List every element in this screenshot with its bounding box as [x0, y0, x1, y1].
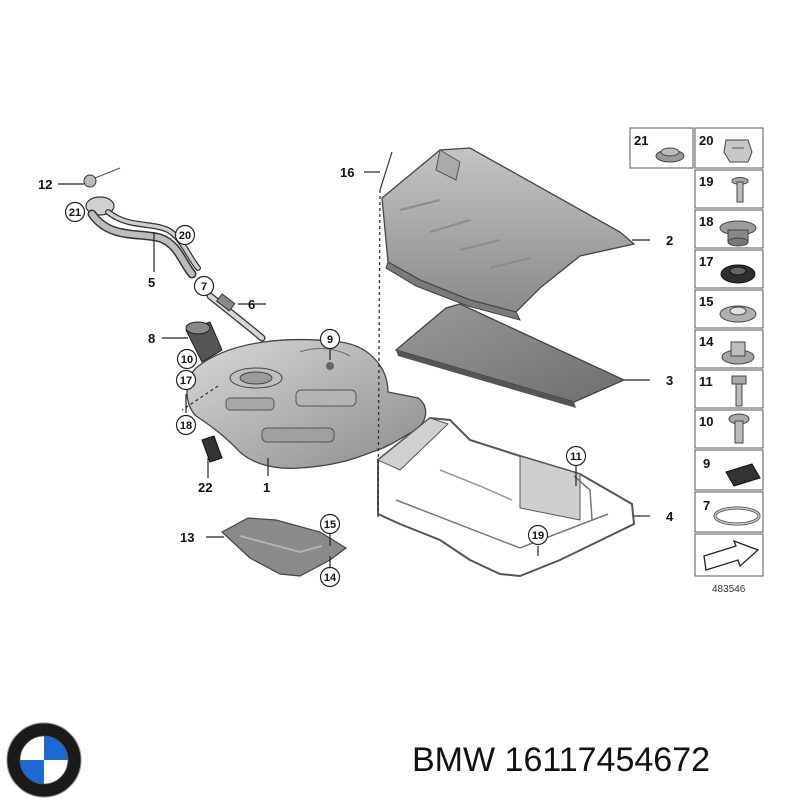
callout-19: 19 [532, 530, 544, 542]
callout-22: 22 [198, 480, 212, 495]
legend-label-20: 20 [699, 133, 713, 148]
bmw-logo-icon [6, 722, 82, 798]
part-1-fuel-tank [186, 338, 427, 469]
legend-label-19: 19 [699, 174, 713, 189]
callout-13: 13 [180, 530, 194, 545]
part-16-bolt-axis [377, 189, 381, 521]
part-5-filler-neck [85, 196, 201, 279]
callout-9: 9 [327, 334, 333, 346]
callout-20: 20 [179, 230, 191, 242]
legend-cell [629, 127, 694, 169]
callout-15-circle: 15 [319, 513, 341, 535]
leader-lines [58, 171, 650, 567]
arrow-icon [703, 539, 760, 571]
callout-12: 12 [38, 177, 52, 192]
callout-21-circle: 21 [64, 201, 86, 223]
legend-label-14: 14 [699, 334, 714, 349]
callout-17: 17 [180, 375, 192, 387]
nut-21-icon [655, 147, 685, 163]
callout-17-circle: 17 [175, 369, 197, 391]
callout-9-circle: 9 [319, 328, 341, 350]
tank-fastener-axis [181, 385, 219, 411]
grommet-17-icon [720, 264, 756, 284]
callout-11-circle: 11 [565, 445, 587, 467]
callout-7-circle: 7 [193, 275, 215, 297]
callout-10-circle: 10 [176, 348, 198, 370]
washer-15-icon [719, 305, 757, 323]
callout-7: 7 [201, 281, 207, 293]
clamp-7-icon [713, 506, 761, 526]
part-2-heat-shield [381, 147, 636, 321]
pad-9-icon [725, 463, 761, 487]
callout-4: 4 [666, 509, 674, 524]
callout-2: 2 [666, 233, 673, 248]
callout-10: 10 [181, 354, 193, 366]
part-22-pad [201, 435, 223, 463]
callout-16: 16 [340, 165, 354, 180]
callout-21: 21 [69, 207, 81, 219]
bolt-11-icon [731, 375, 747, 407]
legend-label-15: 15 [699, 294, 713, 309]
legend-label-9: 9 [703, 456, 710, 471]
legend-label-21: 21 [634, 133, 648, 148]
callout-14: 14 [324, 572, 337, 584]
part-number-caption: BMW 16117454672 [412, 741, 711, 779]
parts-legend: 21 20 19 18 17 15 14 11 10 9 [629, 127, 764, 595]
callout-15: 15 [324, 519, 336, 531]
callout-3: 3 [666, 373, 673, 388]
callout-1: 1 [263, 480, 270, 495]
bolt-19-icon [731, 177, 749, 203]
callout-11: 11 [570, 451, 582, 463]
legend-label-11: 11 [699, 374, 713, 389]
part-3-plate [394, 303, 626, 408]
callout-18-circle: 18 [175, 414, 197, 436]
legend-label-18: 18 [699, 214, 713, 229]
callout-14-circle: 14 [319, 566, 341, 588]
callout-20-circle: 20 [174, 224, 196, 246]
legend-label-10: 10 [699, 414, 713, 429]
nut-14-icon [721, 341, 755, 365]
part-6-pipe [206, 292, 266, 342]
grommet-18-icon [719, 220, 757, 247]
part-13-bracket [220, 517, 348, 577]
legend-label-7: 7 [703, 498, 710, 513]
part-4-frame [377, 416, 636, 578]
callout-6: 6 [248, 297, 255, 312]
reference-number: 483546 [712, 584, 746, 595]
clip-20-icon [723, 139, 753, 163]
callout-5: 5 [148, 275, 155, 290]
callout-18: 18 [180, 420, 192, 432]
callout-19-circle: 19 [527, 524, 549, 546]
legend-label-17: 17 [699, 254, 713, 269]
part-8-sleeve [185, 321, 223, 363]
part-16-bolt [379, 151, 393, 191]
bolt-10-icon [728, 413, 750, 444]
callout-8: 8 [148, 331, 155, 346]
part-12-clip [83, 167, 121, 188]
